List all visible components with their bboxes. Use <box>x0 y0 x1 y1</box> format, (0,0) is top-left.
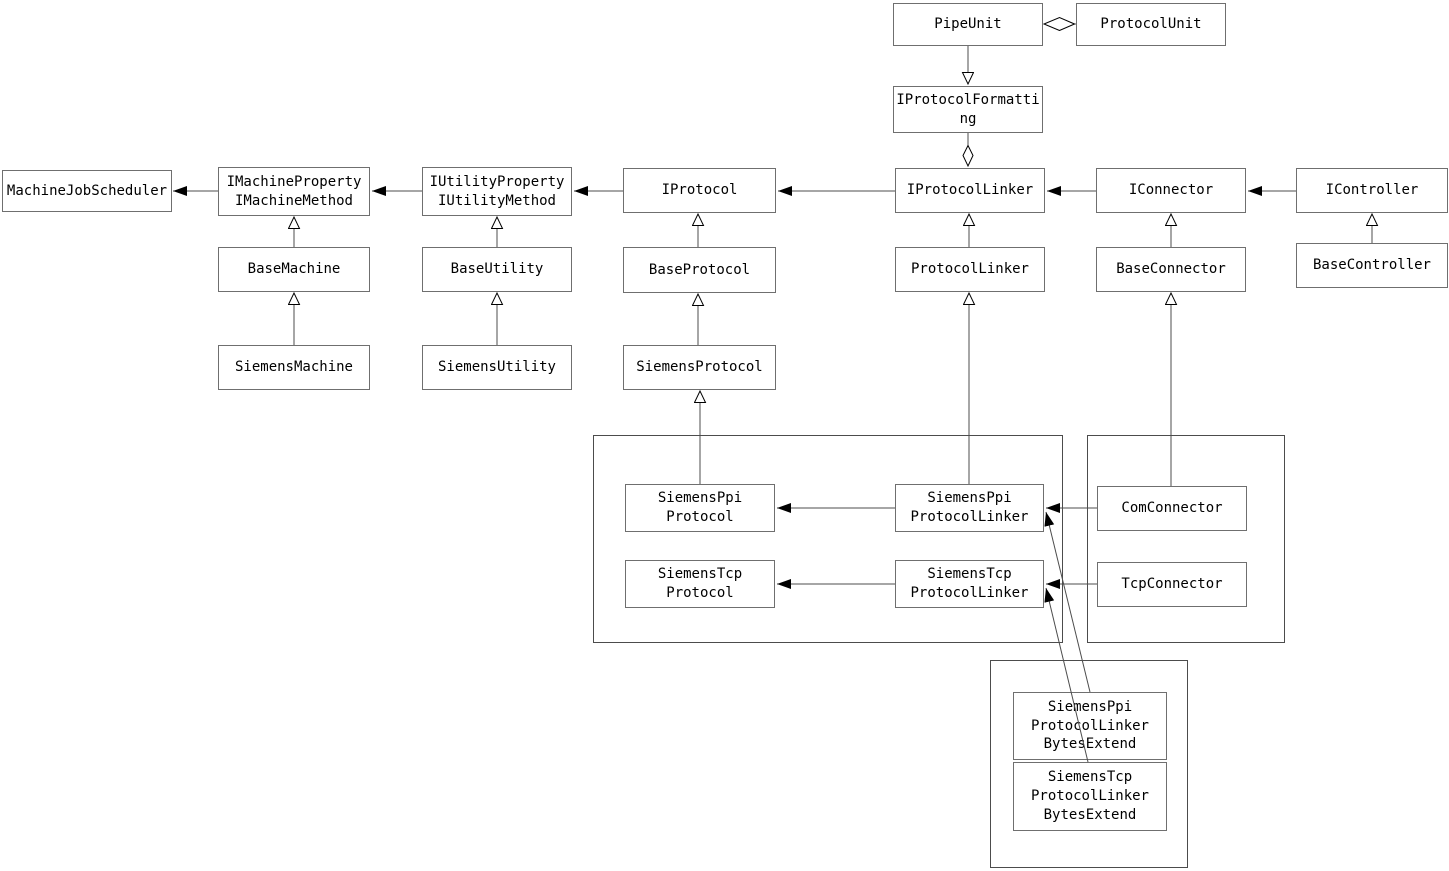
class-box-siemens-tcp-bytes-extend[interactable]: SiemensTcp ProtocolLinker BytesExtend <box>1013 762 1167 831</box>
class-name-label: SiemensPpi ProtocolLinker <box>910 490 1029 525</box>
class-name-label: IUtilityProperty IUtilityMethod <box>429 173 565 209</box>
class-name-label: SiemensTcp ProtocolLinker BytesExtend <box>1030 769 1149 823</box>
class-name-label: IProtocol <box>661 182 738 199</box>
class-name-label: SiemensPpi ProtocolLinker BytesExtend <box>1030 698 1149 753</box>
class-box-base-connector[interactable]: BaseConnector <box>1096 247 1246 292</box>
class-name-label: SiemensTcp ProtocolLinker <box>910 566 1029 601</box>
class-box-protocol-unit[interactable]: ProtocolUnit <box>1076 3 1226 46</box>
class-name-label: SiemensProtocol <box>636 359 763 376</box>
class-box-iconnector[interactable]: IConnector <box>1096 168 1246 213</box>
class-box-iutility-property[interactable]: IUtilityProperty IUtilityMethod <box>422 167 572 216</box>
class-name-label: MachineJobScheduler <box>6 182 168 199</box>
class-box-siemens-machine[interactable]: SiemensMachine <box>218 345 370 390</box>
class-box-iprotocol[interactable]: IProtocol <box>623 168 776 213</box>
class-box-base-machine[interactable]: BaseMachine <box>218 247 370 292</box>
class-name-label: IConnector <box>1128 182 1214 199</box>
class-box-siemens-tcp-protocol[interactable]: SiemensTcp Protocol <box>625 560 775 608</box>
class-name-label: IProtocolFormatti ng <box>896 91 1040 127</box>
class-name-label: BaseMachine <box>247 261 341 278</box>
class-box-tcp-connector[interactable]: TcpConnector <box>1097 562 1247 607</box>
class-name-label: SiemensTcp Protocol <box>657 566 743 601</box>
class-box-base-controller[interactable]: BaseController <box>1296 243 1448 288</box>
class-box-protocol-linker[interactable]: ProtocolLinker <box>895 247 1045 292</box>
class-name-label: IProtocolLinker <box>906 182 1034 199</box>
class-name-label: ProtocolLinker <box>910 261 1029 278</box>
class-box-machine-job-scheduler[interactable]: MachineJobScheduler <box>2 170 172 212</box>
group-frame-siemens-protocol-group <box>593 435 1063 643</box>
class-box-pipe-unit[interactable]: PipeUnit <box>893 3 1043 46</box>
class-name-label: IController <box>1325 182 1419 199</box>
class-box-siemens-utility[interactable]: SiemensUtility <box>422 345 572 390</box>
class-name-label: BaseProtocol <box>648 261 751 278</box>
class-name-label: PipeUnit <box>934 16 1002 33</box>
class-name-label: ProtocolUnit <box>1100 16 1202 33</box>
class-box-icontroller[interactable]: IController <box>1296 168 1448 213</box>
class-name-label: BaseController <box>1312 257 1431 274</box>
class-name-label: SiemensUtility <box>437 359 556 376</box>
class-box-base-protocol[interactable]: BaseProtocol <box>623 247 776 293</box>
class-name-label: SiemensPpi Protocol <box>657 490 743 525</box>
class-box-siemens-ppi-protocol[interactable]: SiemensPpi Protocol <box>625 484 775 532</box>
class-box-base-utility[interactable]: BaseUtility <box>422 247 572 292</box>
class-name-label: BaseConnector <box>1116 261 1226 278</box>
class-box-siemens-protocol[interactable]: SiemensProtocol <box>623 345 776 390</box>
class-box-siemens-tcp-protocol-linker[interactable]: SiemensTcp ProtocolLinker <box>895 560 1044 608</box>
group-frame-connector-group <box>1087 435 1285 643</box>
class-box-imachine-property[interactable]: IMachineProperty IMachineMethod <box>218 167 370 216</box>
class-box-iprotocol-formatting[interactable]: IProtocolFormatti ng <box>893 86 1043 133</box>
class-box-com-connector[interactable]: ComConnector <box>1097 486 1247 531</box>
class-name-label: SiemensMachine <box>234 359 353 376</box>
class-box-siemens-ppi-protocol-linker[interactable]: SiemensPpi ProtocolLinker <box>895 484 1044 532</box>
class-name-label: TcpConnector <box>1121 576 1223 593</box>
class-name-label: IMachineProperty IMachineMethod <box>226 173 362 209</box>
class-box-siemens-ppi-bytes-extend[interactable]: SiemensPpi ProtocolLinker BytesExtend <box>1013 692 1167 760</box>
class-name-label: BaseUtility <box>450 261 544 278</box>
class-name-label: ComConnector <box>1121 500 1223 517</box>
class-box-iprotocol-linker[interactable]: IProtocolLinker <box>895 168 1045 213</box>
